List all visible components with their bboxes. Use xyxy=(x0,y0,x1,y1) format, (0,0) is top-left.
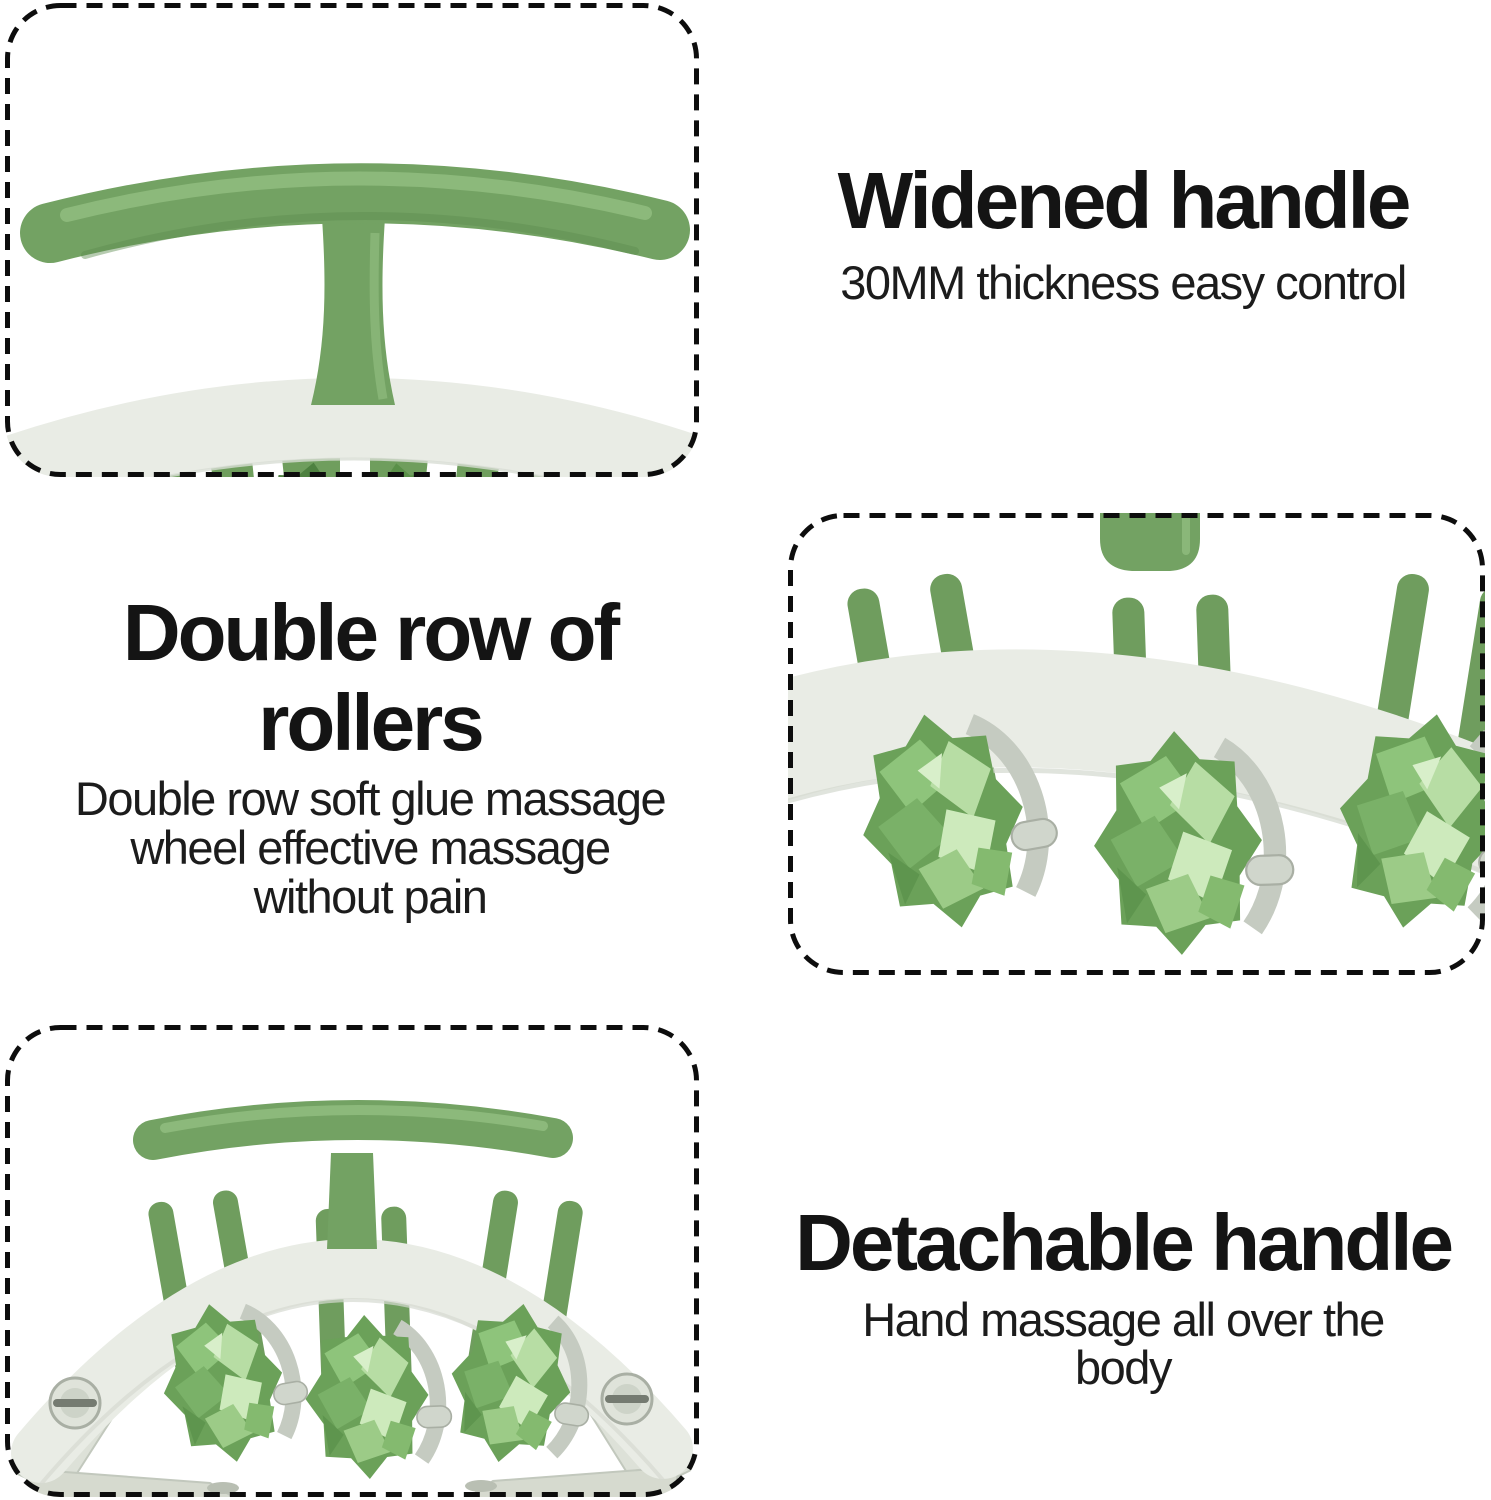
handle-bar xyxy=(20,163,690,263)
section-title: Double row of rollers xyxy=(122,588,620,767)
section-widened-handle: Widened handle 30MM thickness easy contr… xyxy=(755,156,1491,307)
screw xyxy=(48,1376,102,1430)
section-subtitle: Double row soft glue massage wheel effec… xyxy=(74,772,667,923)
product-photo-rollers-closeup xyxy=(788,513,1485,975)
section-title: Widened handle xyxy=(837,156,1412,245)
dashed-frame xyxy=(788,513,1485,975)
dashed-frame xyxy=(5,3,699,477)
section-detachable-handle: Detachable handle Hand massage all over … xyxy=(755,1198,1491,1393)
section-double-row-rollers: Double row of rollers Double row soft gl… xyxy=(5,588,735,922)
section-subtitle: 30MM thickness easy control xyxy=(840,255,1407,309)
handle-stem xyxy=(327,1153,377,1249)
product-photo-widened-handle xyxy=(5,3,699,477)
left-foot xyxy=(23,1467,264,1497)
dashed-frame xyxy=(5,1025,699,1497)
section-title: Detachable handle xyxy=(795,1198,1454,1287)
right-foot xyxy=(441,1465,681,1497)
handle-bar xyxy=(133,1099,573,1160)
screw xyxy=(600,1372,654,1426)
handle-stem-stub xyxy=(1100,513,1200,571)
section-subtitle: Hand massage all over the body xyxy=(862,1292,1385,1395)
white-arch xyxy=(5,378,699,477)
product-photo-full-roller xyxy=(5,1025,699,1497)
